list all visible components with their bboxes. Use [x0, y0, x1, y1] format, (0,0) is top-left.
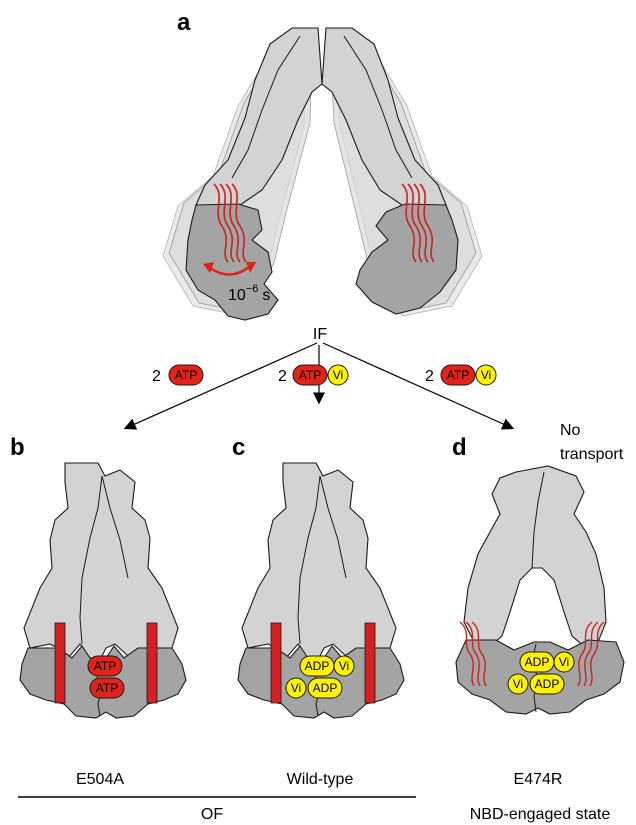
helix-bar — [55, 623, 65, 703]
vi-label: Vi — [513, 677, 523, 691]
vi-label: Vi — [559, 655, 569, 669]
panel-d-letter: d — [452, 434, 467, 461]
if-state-label: IF — [313, 326, 327, 343]
panel-c-letter: c — [232, 434, 245, 461]
atp-label: ATP — [96, 681, 118, 695]
panel-c-transporter: ADP Vi Vi ADP — [238, 463, 404, 718]
helix-bar — [271, 623, 281, 703]
atp-label: ATP — [175, 368, 197, 382]
timescale-base: 10 — [228, 287, 246, 304]
panel-d-caption: E474R — [514, 771, 563, 788]
no-transport-line2: transport — [560, 446, 624, 463]
vi-label: Vi — [291, 681, 301, 695]
vi-label: Vi — [339, 659, 349, 673]
timescale-exponent: −6 — [246, 283, 259, 295]
arrow-to-d — [323, 343, 512, 428]
adp-label: ADP — [535, 677, 560, 691]
helix-bar — [147, 623, 157, 703]
arrow-to-b — [126, 343, 317, 428]
right-ligand-count: 2 — [425, 368, 434, 385]
panel-b-caption: E504A — [76, 771, 124, 788]
panel-a-transporter — [163, 28, 482, 320]
vi-label: Vi — [481, 368, 491, 382]
vi-label: Vi — [333, 368, 343, 382]
panel-d-transporter: ADP Vi Vi ADP — [456, 466, 624, 714]
helix-bar — [365, 623, 375, 703]
adp-label: ADP — [305, 659, 330, 673]
of-group-label: OF — [201, 806, 223, 823]
panel-b-letter: b — [10, 434, 25, 461]
timescale-unit: s — [262, 287, 270, 304]
nbd-engaged-label: NBD-engaged state — [470, 806, 611, 823]
panel-a-letter: a — [177, 9, 191, 36]
atp-label: ATP — [299, 368, 321, 382]
atp-label: ATP — [94, 659, 116, 673]
atp-label: ATP — [447, 368, 469, 382]
adp-label: ADP — [313, 681, 338, 695]
no-transport-line1: No — [560, 422, 581, 439]
left-ligand-count: 2 — [152, 368, 161, 385]
adp-label: ADP — [525, 655, 550, 669]
panel-b-transporter: ATP ATP — [20, 463, 186, 718]
panel-c-caption: Wild-type — [287, 771, 354, 788]
center-ligand-count: 2 — [278, 368, 287, 385]
